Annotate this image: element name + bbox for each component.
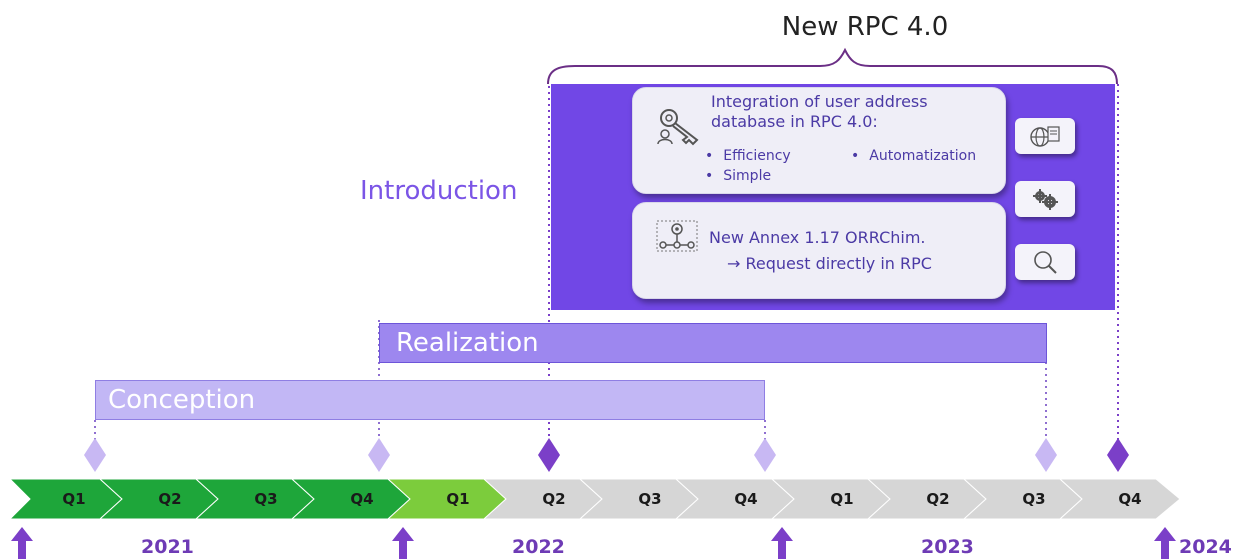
milestone-diamond xyxy=(538,438,560,472)
year-arrows xyxy=(11,527,1176,559)
arrow-up-icon xyxy=(771,527,793,559)
quarter-label: Q2 xyxy=(542,490,566,508)
quarter-label: Q1 xyxy=(830,490,854,508)
introduction-label: Introduction xyxy=(360,176,518,206)
year-label: 2024 xyxy=(1179,536,1232,558)
year-label: 2023 xyxy=(921,536,974,558)
globe-document-button[interactable] xyxy=(1015,118,1075,154)
quarter-label: Q4 xyxy=(734,490,758,508)
rpc-brace xyxy=(547,47,1118,85)
conception-bar: Conception xyxy=(95,380,765,420)
key-user-icon xyxy=(657,109,699,146)
bullet-item: •Simple xyxy=(705,168,772,184)
arrow-up-icon xyxy=(11,527,33,559)
bullet-item: •Efficiency xyxy=(705,148,791,164)
card1-title: Integration of user address database in … xyxy=(711,92,991,132)
quarter-label: Q1 xyxy=(446,490,470,508)
gears-button[interactable] xyxy=(1015,181,1075,217)
year-label: 2022 xyxy=(512,536,565,558)
quarter-label: Q4 xyxy=(350,490,374,508)
year-label: 2021 xyxy=(141,536,194,558)
quarter-label: Q3 xyxy=(638,490,662,508)
quarter-label: Q2 xyxy=(926,490,950,508)
card2-line2: → Request directly in RPC xyxy=(727,254,932,273)
milestone-diamond xyxy=(84,438,106,472)
gears-icon xyxy=(1033,189,1058,210)
realization-bar: Realization xyxy=(379,323,1047,363)
quarter-label: Q1 xyxy=(62,490,86,508)
quarter-label: Q3 xyxy=(254,490,278,508)
card2-line1: New Annex 1.17 ORRChim. xyxy=(709,228,926,247)
bullet-item: •Automatization xyxy=(851,148,977,164)
search-button[interactable] xyxy=(1015,244,1075,280)
card1-title-line1: Integration of user address xyxy=(711,92,928,111)
milestone-diamond xyxy=(754,438,776,472)
quarter-label: Q4 xyxy=(1118,490,1142,508)
quarter-label: Q3 xyxy=(1022,490,1046,508)
quarter-label: Q2 xyxy=(158,490,182,508)
magnifier-icon xyxy=(1034,251,1057,274)
new-rpc-title: New RPC 4.0 xyxy=(781,12,949,42)
globe-document-icon xyxy=(1030,126,1060,147)
milestone-diamond xyxy=(368,438,390,472)
annex-card: New Annex 1.17 ORRChim. → Request direct… xyxy=(632,202,1006,299)
address-database-card: Integration of user address database in … xyxy=(632,87,1006,194)
card1-title-line2: database in RPC 4.0: xyxy=(711,112,878,131)
milestone-diamond xyxy=(1107,438,1129,472)
arrow-up-icon xyxy=(1154,527,1176,559)
arrow-up-icon xyxy=(392,527,414,559)
milestone-diamond xyxy=(1035,438,1057,472)
quarter-chevrons xyxy=(8,478,1181,520)
process-gear-icon xyxy=(656,220,698,252)
